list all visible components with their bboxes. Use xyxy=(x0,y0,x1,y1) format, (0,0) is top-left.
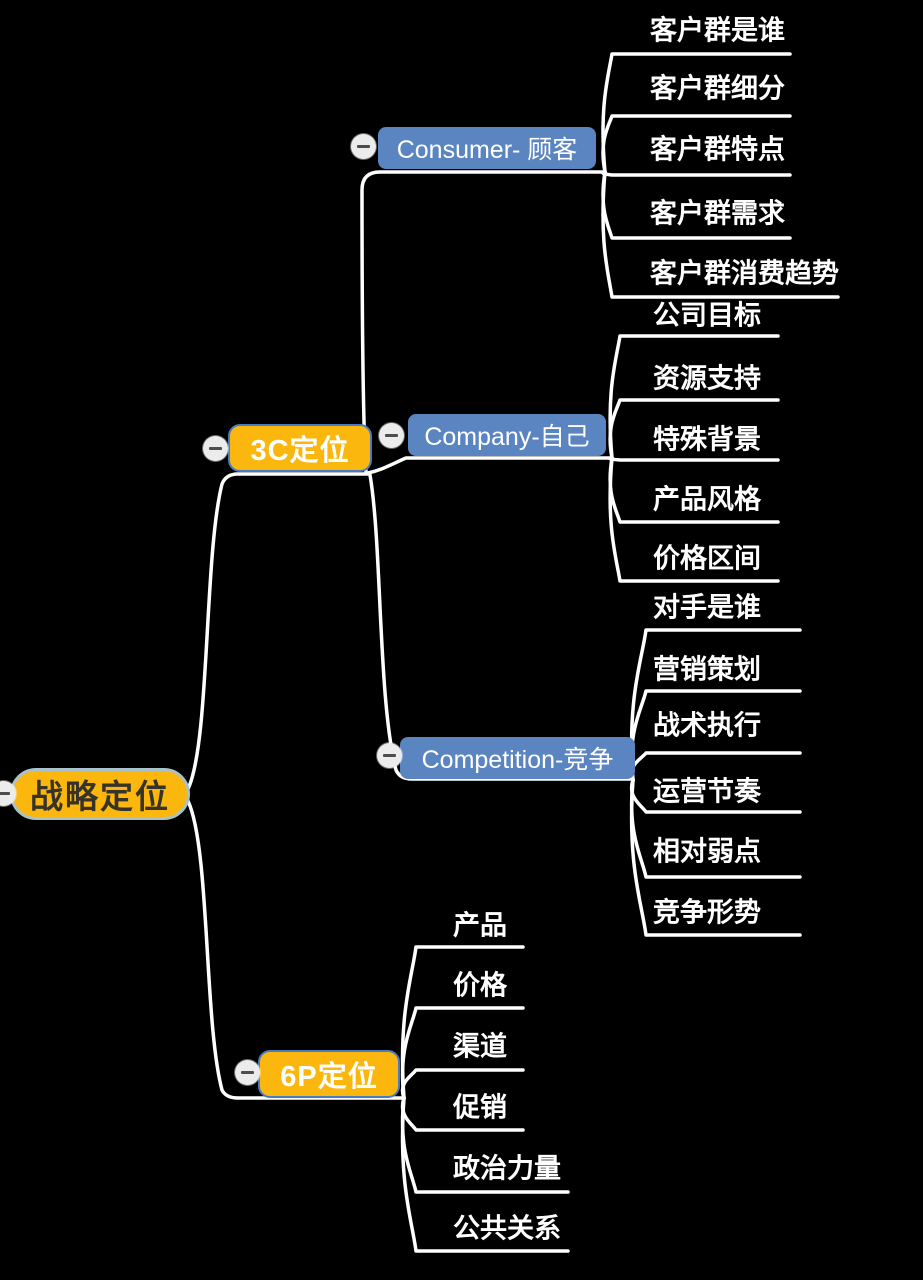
connector-line xyxy=(400,1096,570,1253)
subtopic-competition[interactable]: Competition-竞争 xyxy=(400,737,635,779)
connector-line xyxy=(601,114,792,174)
subtopic-consumer[interactable]: Consumer- 顾客 xyxy=(378,127,596,169)
topic-label: 战略定位 xyxy=(30,778,170,815)
topic-label: Consumer- 顾客 xyxy=(396,136,578,164)
leaf-topic[interactable]: 客户群特点 xyxy=(650,134,785,165)
minus-icon-bar xyxy=(385,434,398,437)
connector-line xyxy=(629,778,802,937)
minus-icon-bar xyxy=(383,754,396,757)
minus-icon[interactable] xyxy=(377,743,402,768)
leaf-topic[interactable]: 渠道 xyxy=(453,1031,507,1062)
leaf-topic[interactable]: 特殊背景 xyxy=(653,424,761,455)
connector-line xyxy=(366,456,614,475)
topic-label: Competition-竞争 xyxy=(421,746,614,774)
leaf-topic[interactable]: 价格 xyxy=(453,970,507,1001)
subtopic-company[interactable]: Company-自己 xyxy=(408,414,606,456)
minus-icon[interactable] xyxy=(203,436,228,461)
minus-icon[interactable] xyxy=(235,1060,260,1085)
connector-line xyxy=(360,170,607,474)
topic-label: Company-自己 xyxy=(424,423,590,451)
leaf-topic[interactable]: 价格区间 xyxy=(653,543,761,574)
root-topic[interactable]: 战略定位 xyxy=(10,768,190,820)
leaf-topic[interactable]: 竞争形势 xyxy=(653,897,761,928)
minus-icon[interactable] xyxy=(351,134,376,159)
minus-icon[interactable] xyxy=(379,423,404,448)
leaf-topic[interactable]: 产品风格 xyxy=(653,484,761,515)
connector-line xyxy=(601,170,840,299)
minus-icon-bar xyxy=(241,1071,254,1074)
connector-line xyxy=(186,799,406,1100)
leaf-topic[interactable]: 促销 xyxy=(453,1092,507,1123)
minus-icon-bar xyxy=(0,792,10,795)
leaf-topic[interactable]: 客户群是谁 xyxy=(650,15,785,46)
leaf-topic[interactable]: 客户群需求 xyxy=(650,198,785,229)
leaf-topic[interactable]: 战术执行 xyxy=(653,710,761,741)
leaf-topic[interactable]: 政治力量 xyxy=(453,1153,561,1184)
leaf-topic[interactable]: 营销策划 xyxy=(653,654,761,685)
leaf-topic[interactable]: 公共关系 xyxy=(453,1213,561,1244)
leaf-topic[interactable]: 公司目标 xyxy=(653,300,761,331)
branch-topic-3c[interactable]: 3C定位 xyxy=(228,424,372,472)
leaf-topic[interactable]: 产品 xyxy=(453,910,507,941)
connector-line xyxy=(400,1006,525,1100)
connector-line xyxy=(608,456,780,583)
leaf-topic[interactable]: 客户群细分 xyxy=(650,73,785,104)
topic-label: 3C定位 xyxy=(250,435,350,467)
leaf-topic[interactable]: 相对弱点 xyxy=(653,836,761,867)
leaf-topic[interactable]: 运营节奏 xyxy=(653,776,761,807)
minus-icon-bar xyxy=(209,447,222,450)
connector-line xyxy=(601,170,792,177)
connector-line xyxy=(400,1068,525,1100)
topic-label: 6P定位 xyxy=(280,1061,378,1093)
leaf-topic[interactable]: 资源支持 xyxy=(653,363,761,394)
branch-topic-6p[interactable]: 6P定位 xyxy=(258,1050,400,1098)
minus-icon-bar xyxy=(357,145,370,148)
connector-line xyxy=(186,472,370,791)
connector-line xyxy=(608,398,780,460)
minus-icon[interactable] xyxy=(0,781,16,806)
leaf-topic[interactable]: 对手是谁 xyxy=(653,592,761,623)
connector-line xyxy=(368,473,635,781)
leaf-topic[interactable]: 客户群消费趋势 xyxy=(650,258,839,289)
connector-line xyxy=(608,456,780,462)
